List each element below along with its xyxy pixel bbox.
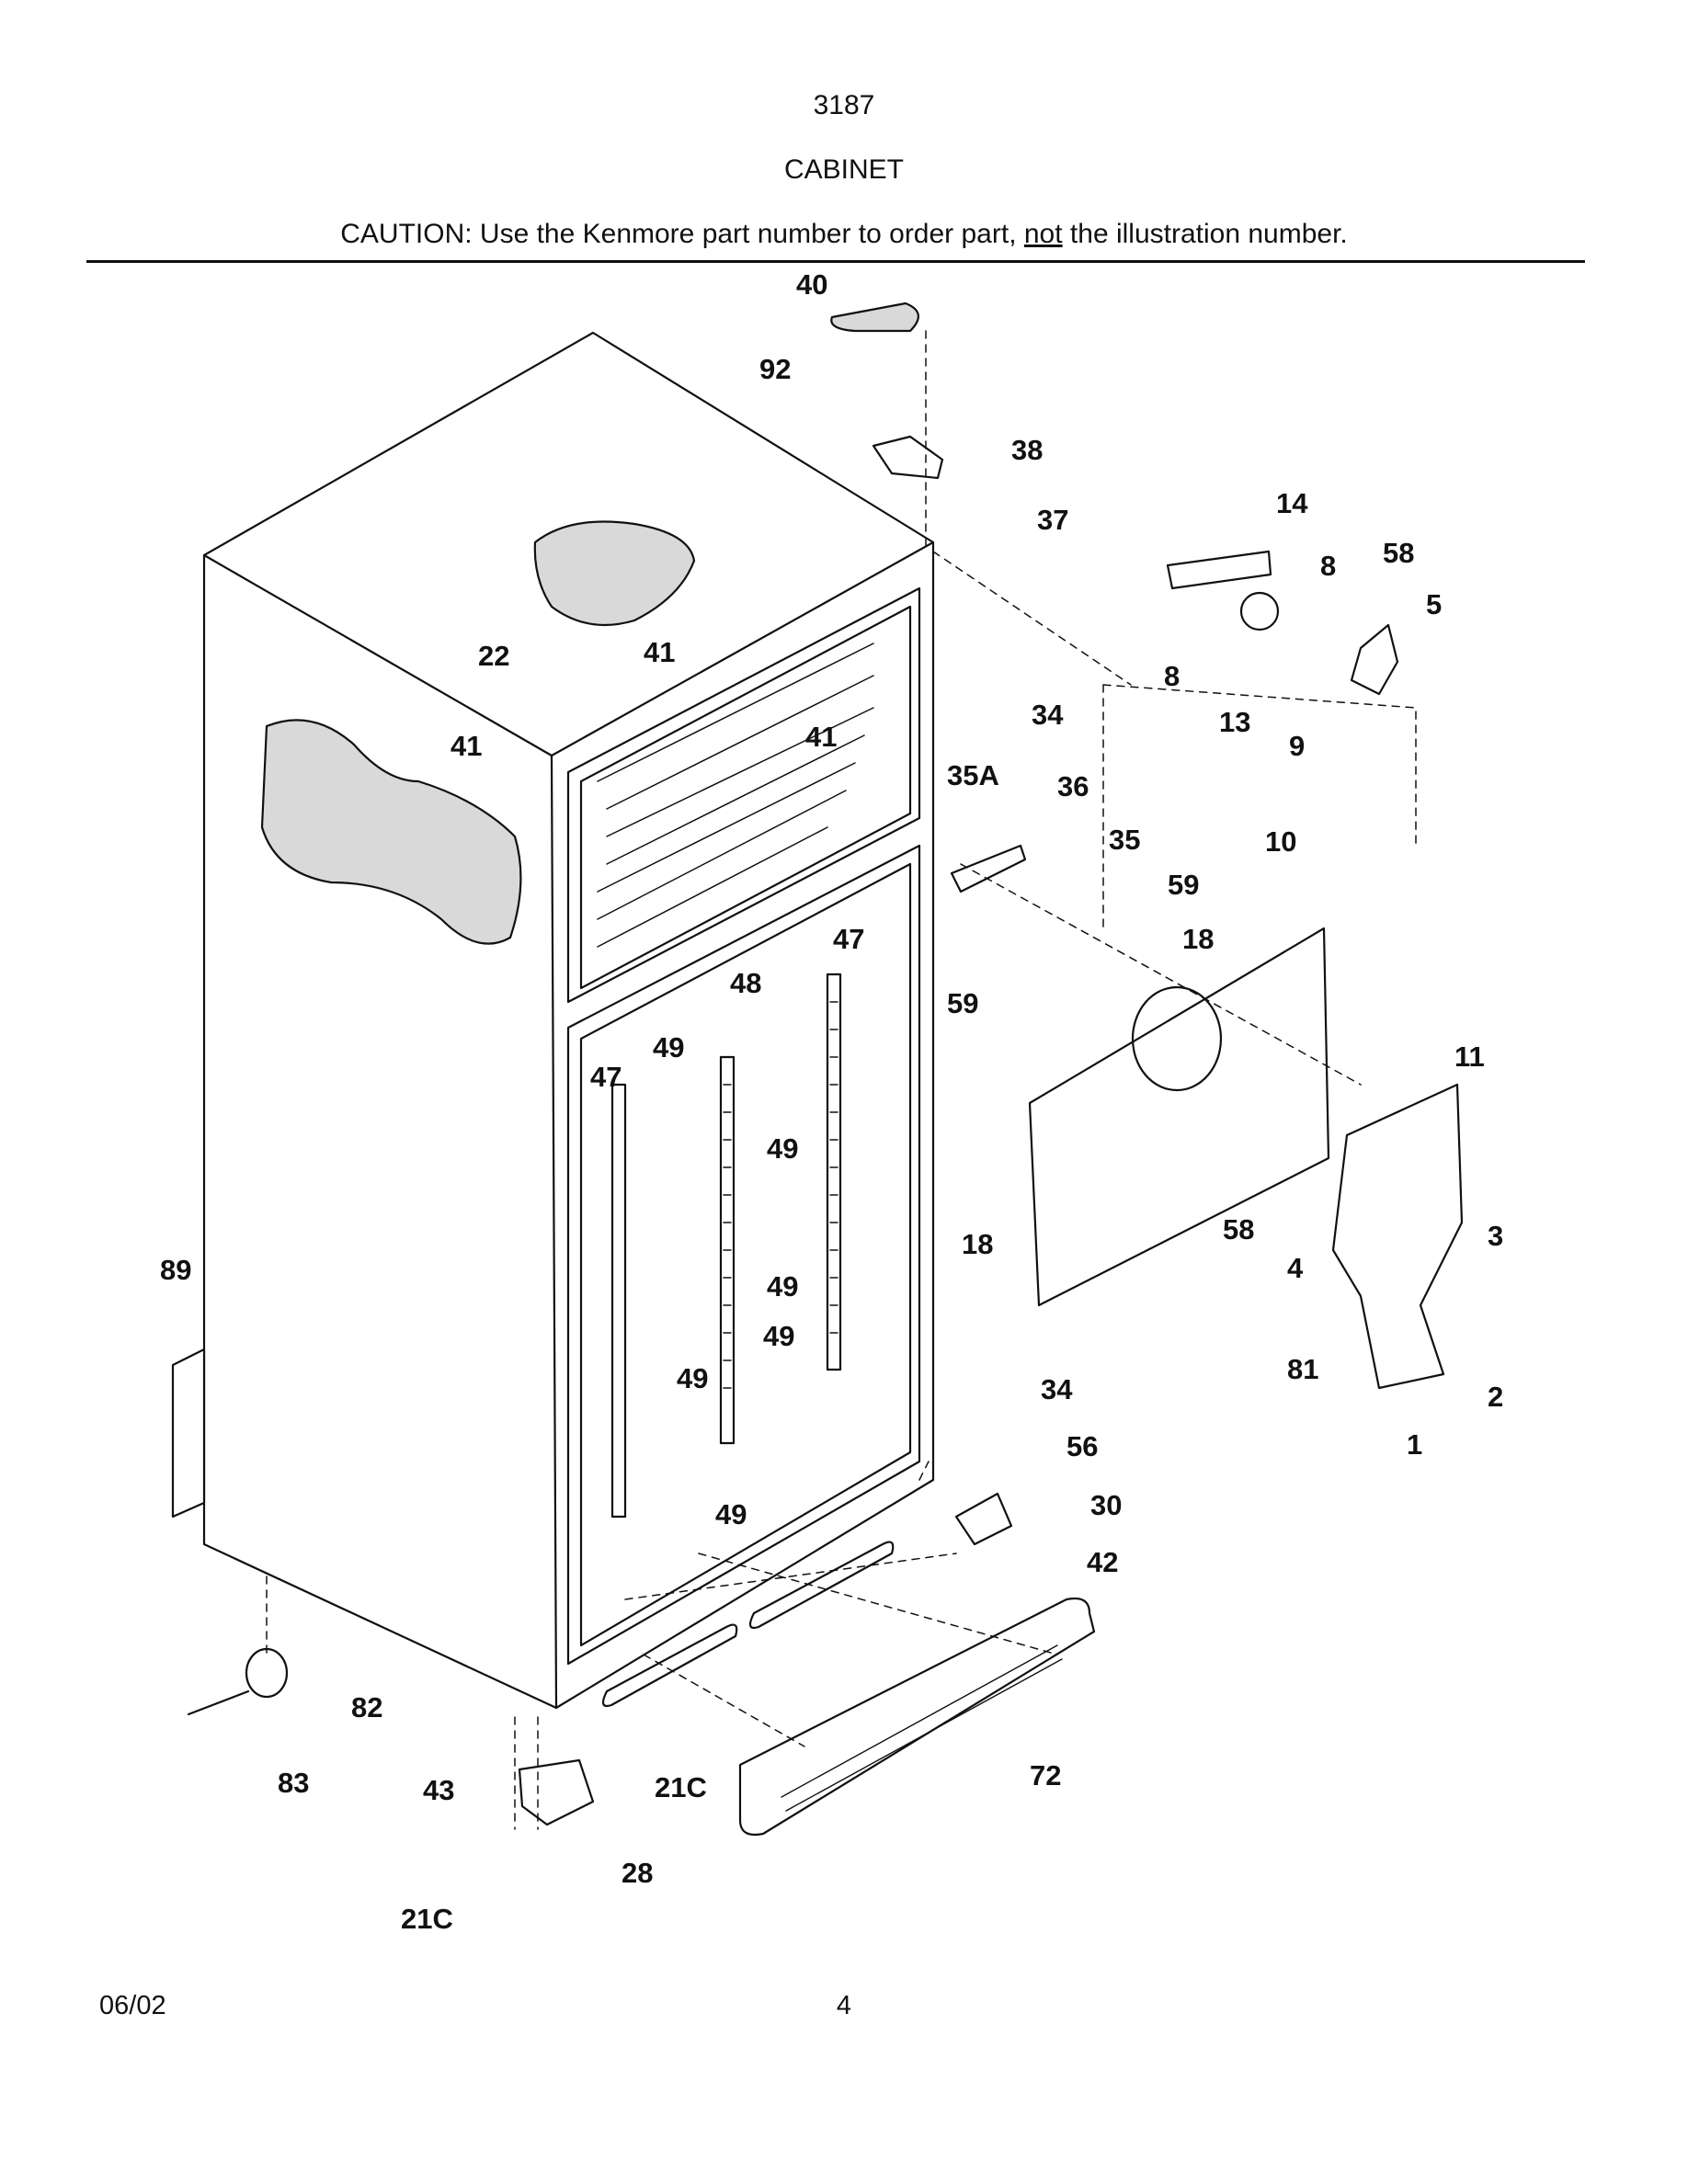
assembly-guide-lines [266, 330, 1417, 1830]
bottom-hinge [954, 1492, 1013, 1546]
callout-38: 38 [1011, 434, 1043, 466]
callout-3: 3 [1488, 1220, 1503, 1252]
evaporator-cover-opening [1131, 985, 1223, 1092]
callout-8: 8 [1164, 660, 1180, 692]
callout-35a: 35A [947, 759, 999, 791]
callout-49: 49 [677, 1362, 708, 1394]
page-number: 4 [836, 1991, 852, 2020]
fresh-food-opening [566, 844, 921, 1666]
callout-21c: 21C [401, 1903, 453, 1935]
revision-date: 06/02 [99, 1991, 166, 2020]
callout-28: 28 [622, 1857, 653, 1889]
callout-5: 5 [1426, 588, 1442, 620]
side-bracket [171, 1348, 206, 1519]
cabinet-base-slot-left [601, 1623, 738, 1708]
callout-37: 37 [1037, 504, 1068, 536]
callout-18: 18 [1182, 923, 1214, 955]
freezer-opening [566, 586, 921, 1004]
callout-40: 40 [796, 268, 827, 301]
roller-bracket [518, 1758, 595, 1826]
toe-grille [738, 1597, 1096, 1837]
hinge-cover [830, 301, 919, 333]
callout-92: 92 [759, 353, 791, 385]
callout-72: 72 [1030, 1759, 1061, 1792]
callout-41: 41 [644, 636, 675, 668]
callout-1: 1 [1407, 1428, 1422, 1461]
shelf-rail-right [826, 973, 842, 1371]
callout-9: 9 [1289, 730, 1305, 762]
callout-18: 18 [962, 1228, 993, 1260]
callout-8: 8 [1320, 550, 1336, 582]
callout-59: 59 [1168, 869, 1199, 901]
toe-grille-slots [781, 1644, 1063, 1812]
fan-blade [1350, 623, 1399, 696]
cabinet-side-edge [550, 754, 558, 1710]
freezer-opening-inner [579, 605, 912, 990]
callout-10: 10 [1265, 825, 1296, 858]
callout-21c: 21C [655, 1771, 707, 1803]
rail-slots [723, 1001, 838, 1389]
side-insulation-panel [260, 719, 522, 945]
callout-36: 36 [1057, 770, 1089, 802]
fan-motor [1239, 591, 1280, 631]
callout-22: 22 [478, 640, 509, 672]
cabinet-base-slot-right [748, 1541, 895, 1630]
caution-text: CAUTION: Use the Kenmore part number to … [340, 219, 1024, 249]
callout-48: 48 [730, 967, 761, 999]
callout-42: 42 [1087, 1546, 1118, 1578]
leveling-screw [187, 1689, 250, 1716]
callout-58: 58 [1383, 537, 1414, 569]
fan-bracket [1166, 550, 1272, 590]
callout-30: 30 [1090, 1489, 1122, 1521]
callout-56: 56 [1066, 1430, 1098, 1462]
evaporator-cover [1028, 927, 1330, 1307]
callout-43: 43 [423, 1774, 454, 1806]
shelf-rail-left [610, 1083, 627, 1519]
fresh-food-opening-inner [579, 862, 912, 1647]
air-duct [1331, 1083, 1464, 1390]
header-rule [86, 260, 1585, 263]
callout-47: 47 [590, 1061, 622, 1093]
callout-4: 4 [1287, 1252, 1304, 1284]
callout-47: 47 [833, 923, 864, 955]
callout-11: 11 [1454, 1041, 1485, 1073]
callout-49: 49 [653, 1031, 684, 1064]
leveling-leg [245, 1647, 289, 1699]
page-title: CABINET [783, 154, 905, 185]
callout-34: 34 [1041, 1373, 1073, 1405]
callout-49: 49 [767, 1132, 798, 1165]
callout-58: 58 [1223, 1213, 1254, 1246]
callout-81: 81 [1287, 1353, 1318, 1385]
center-hinge [950, 844, 1027, 893]
model-number: 3187 [813, 90, 875, 120]
callout-35: 35 [1109, 824, 1140, 856]
callout-83: 83 [278, 1767, 309, 1799]
callout-34: 34 [1032, 699, 1064, 731]
callout-49: 49 [767, 1270, 798, 1302]
freezer-floor-ribs [597, 643, 874, 948]
callout-49: 49 [763, 1320, 794, 1352]
callout-13: 13 [1219, 706, 1250, 738]
callout-49: 49 [715, 1498, 747, 1530]
callout-82: 82 [351, 1691, 382, 1723]
callout-41: 41 [451, 730, 482, 762]
callout-14: 14 [1276, 487, 1308, 519]
callout-89: 89 [160, 1254, 191, 1286]
caution-note: CAUTION: Use the Kenmore part number to … [0, 219, 1688, 250]
caution-emphasis: not [1023, 219, 1063, 249]
callout-2: 2 [1488, 1381, 1503, 1413]
callout-59: 59 [947, 987, 978, 1019]
top-hinge-plate [872, 435, 944, 480]
top-hinge-recess [533, 520, 696, 627]
caution-text-end: the illustration number. [1062, 219, 1348, 249]
callout-41: 41 [805, 721, 837, 753]
